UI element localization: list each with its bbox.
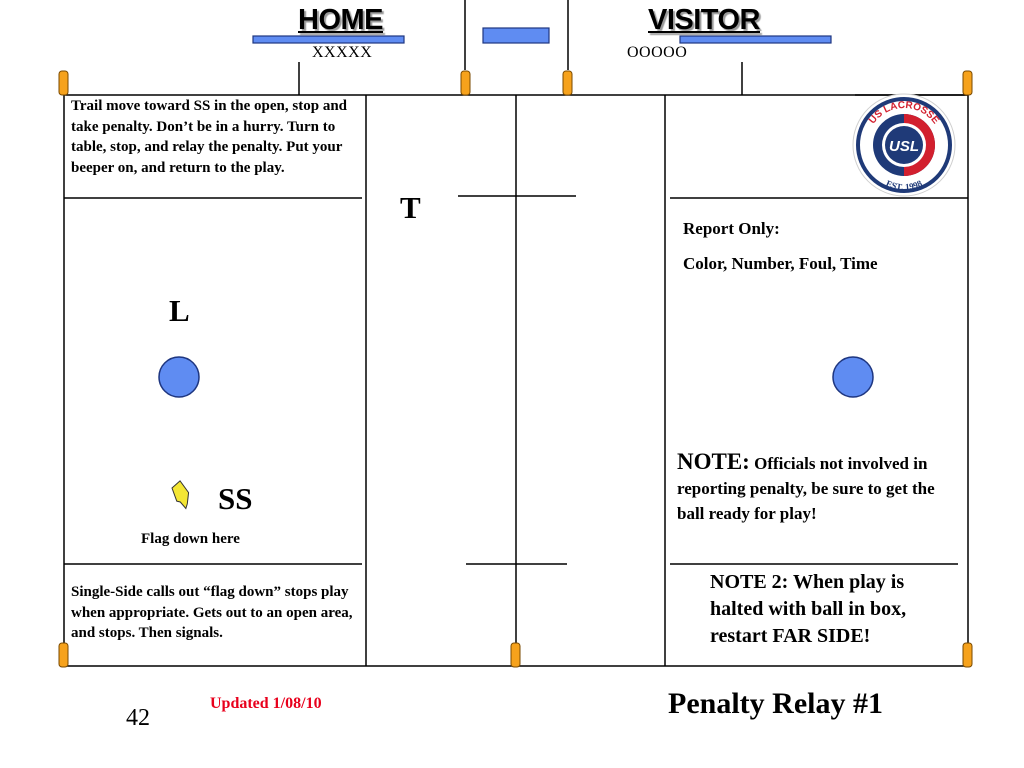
- note-2: NOTE 2: When play is halted with ball in…: [710, 571, 907, 647]
- report-only-items: Color, Number, Foul, Time: [683, 254, 878, 273]
- single-side-official-label: SS: [218, 481, 253, 516]
- scorer-table: [482, 27, 550, 44]
- bench-bars: [252, 27, 832, 44]
- lead-official-marker: [158, 356, 200, 398]
- cone: [58, 642, 69, 668]
- slide-number: 42: [126, 705, 150, 731]
- cone: [562, 70, 573, 96]
- cone: [460, 70, 471, 96]
- far-official-marker: [832, 356, 874, 398]
- cone: [58, 70, 69, 96]
- home-bench-bar: [252, 35, 405, 44]
- cones: [58, 70, 973, 668]
- trail-official-label: T: [400, 190, 421, 225]
- logo-est-text: EST. 1998: [884, 178, 924, 192]
- visitor-team-code: OOOOO: [627, 44, 688, 61]
- cone: [510, 642, 521, 668]
- slide-title: Penalty Relay #1: [668, 687, 883, 720]
- report-only-heading: Report Only:: [683, 219, 780, 238]
- cone: [962, 70, 973, 96]
- trail-instructions: Trail move toward SS in the open, stop a…: [71, 98, 348, 176]
- note-1-body: Officials not involved in reporting pena…: [677, 454, 935, 523]
- lead-official-label: L: [169, 293, 190, 328]
- visitor-team-label: VISITOR: [648, 4, 761, 36]
- flag-caption: Flag down here: [141, 531, 240, 547]
- logo-badge-text: USL: [889, 138, 919, 155]
- single-side-instructions: Single-Side calls out “flag down” stops …: [71, 584, 353, 641]
- penalty-flag-icon: [171, 480, 190, 510]
- note-1-lead: NOTE:: [677, 449, 750, 474]
- home-team-label: HOME: [298, 4, 384, 36]
- updated-date: Updated 1/08/10: [210, 695, 322, 712]
- us-lacrosse-logo: US LACROSSE EST. 1998 USL: [852, 93, 956, 197]
- home-team-code: XXXXX: [312, 44, 373, 61]
- visitor-bench-bar: [679, 35, 832, 44]
- note-1: NOTE: Officials not involved in reportin…: [677, 449, 955, 526]
- cone: [962, 642, 973, 668]
